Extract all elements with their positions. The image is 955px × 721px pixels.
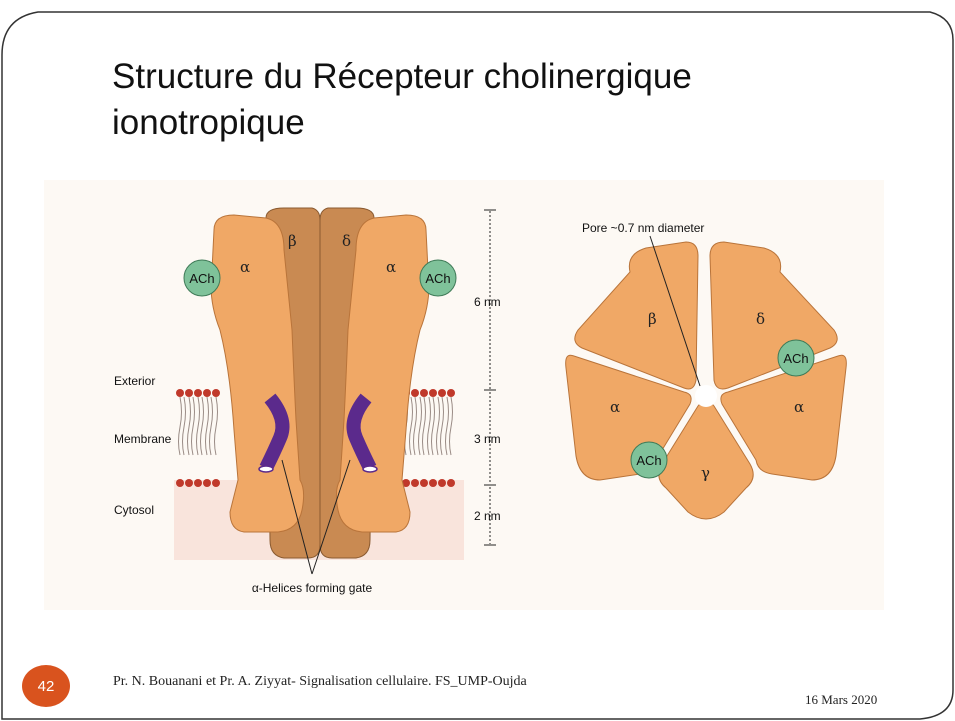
top-label-delta: δ [756, 310, 765, 328]
label-cytosol: Cytosol [114, 503, 154, 517]
footer-credits: Pr. N. Bouanani et Pr. A. Ziyyat- Signal… [113, 674, 527, 690]
gate-caption: α-Helices forming gate [252, 581, 373, 595]
label-exterior: Exterior [114, 374, 155, 388]
top-ach-label-right: ACh [783, 351, 808, 366]
ach-label-right: ACh [425, 271, 450, 286]
gate-helix-left-cap [259, 466, 273, 472]
page-number-badge: 42 [22, 665, 70, 707]
dimension-6nm: 6 nm [474, 295, 501, 309]
top-label-beta: β [648, 310, 657, 328]
side-label-alpha-left: α [240, 258, 250, 276]
top-ach-label-bottom: ACh [636, 453, 661, 468]
dimension-3nm: 3 nm [474, 432, 501, 446]
slide-title: Structure du Récepteur cholinergique ion… [112, 54, 872, 146]
top-label-alpha-left: α [610, 398, 620, 416]
pore-label: Pore ~0.7 nm diameter [582, 221, 704, 235]
top-label-gamma: γ [701, 464, 710, 482]
central-pore [695, 385, 717, 407]
gate-helix-right-cap [363, 466, 377, 472]
side-label-beta: β [288, 232, 297, 250]
top-label-alpha-right: α [794, 398, 804, 416]
label-membrane: Membrane [114, 432, 172, 446]
footer-date: 16 Mars 2020 [805, 692, 877, 708]
side-label-delta: δ [342, 232, 351, 250]
receptor-figure: α β δ α ACh ACh Exterior Membrane Cytoso… [44, 180, 884, 610]
ach-label-left: ACh [189, 271, 214, 286]
side-label-alpha-right: α [386, 258, 396, 276]
dimension-2nm: 2 nm [474, 509, 501, 523]
